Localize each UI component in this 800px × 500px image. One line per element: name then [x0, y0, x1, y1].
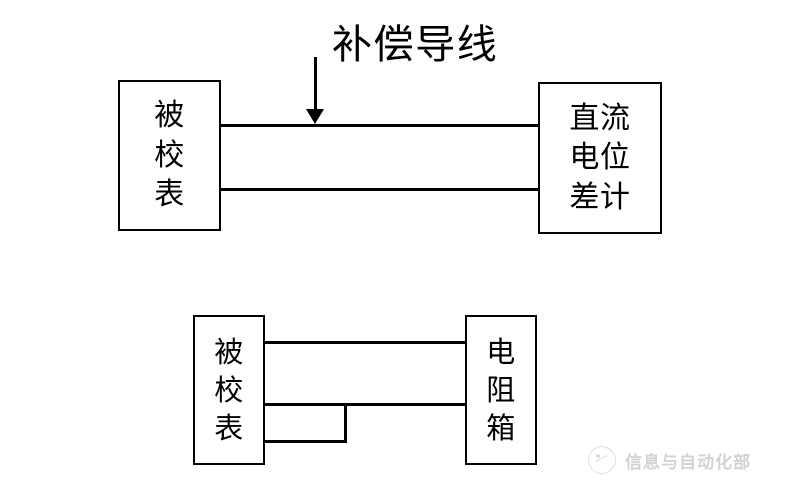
top-right-box-dc-potentiometer[interactable]: 直流 电位 差计 — [538, 82, 662, 234]
annotation-arrow-shaft — [314, 57, 317, 111]
top-right-box-label-line-2: 电位 — [569, 140, 631, 176]
bottom-left-box-label-line-3: 表 — [214, 411, 244, 446]
top-left-box-label-line-3: 表 — [154, 177, 185, 213]
bottom-left-box-instrument-under-test[interactable]: 被 校 表 — [193, 315, 265, 465]
top-right-box-label-stack: 直流 电位 差计 — [569, 99, 630, 218]
bottom-right-box-label-line-1: 电 — [486, 334, 516, 369]
bottom-upper-wire — [263, 341, 468, 344]
top-left-box-instrument-under-test[interactable]: 被 校 表 — [118, 80, 221, 231]
bottom-left-box-label-line-2: 校 — [214, 372, 244, 407]
top-right-box-label-line-3: 差计 — [569, 179, 631, 215]
circular-logo-icon — [588, 446, 616, 474]
top-left-box-label-line-2: 校 — [154, 137, 185, 173]
watermark-text: 信息与自动化部 — [625, 452, 752, 473]
bottom-right-box-resistance-box[interactable]: 电 阻 箱 — [465, 315, 537, 465]
top-diagram-title: 补偿导线 — [332, 22, 499, 68]
top-left-box-label-stack: 被 校 表 — [154, 96, 185, 215]
bottom-left-box-label-stack: 被 校 表 — [214, 333, 244, 448]
bottom-right-box-label-line-2: 阻 — [486, 372, 516, 407]
top-left-box-label-line-1: 被 — [154, 98, 185, 134]
bottom-right-box-label-line-3: 箱 — [486, 411, 516, 446]
annotation-arrow-head — [306, 109, 324, 124]
top-lower-wire — [218, 188, 540, 191]
top-right-box-label-line-1: 直流 — [569, 100, 631, 136]
top-upper-wire — [218, 124, 540, 127]
bottom-left-box-label-line-1: 被 — [214, 334, 244, 369]
watermark: 信息与自动化部 — [588, 446, 751, 474]
bottom-jumper-right-segment — [344, 403, 347, 443]
bottom-middle-wire — [263, 403, 468, 406]
bottom-jumper-bottom-segment — [263, 440, 347, 443]
bottom-right-box-label-stack: 电 阻 箱 — [486, 333, 516, 448]
